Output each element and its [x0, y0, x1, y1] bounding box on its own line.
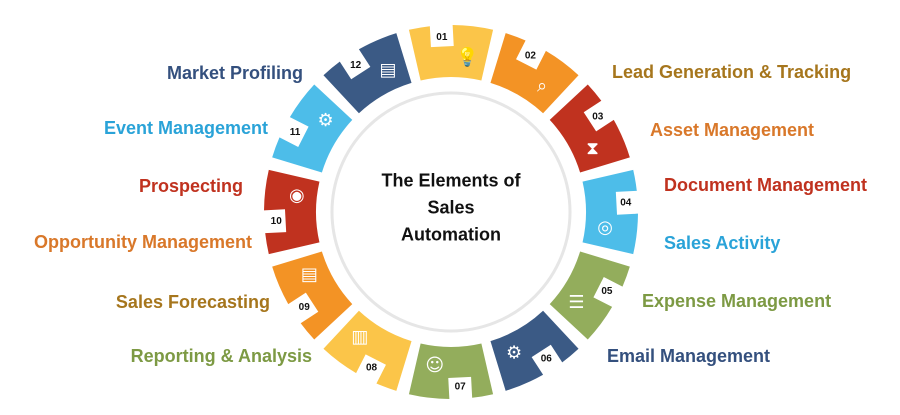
magnifier-pulse-icon: ⌕ — [537, 76, 547, 97]
segment-06: 06 ⚙ — [490, 310, 579, 391]
segment-number: 07 — [455, 381, 467, 392]
label-expense-management: Expense Management — [642, 291, 832, 311]
segment-shape — [408, 25, 494, 81]
title-line-2: Sales — [427, 197, 475, 218]
label-reporting-analysis: Reporting & Analysis — [130, 346, 312, 366]
segment-07: 07 ☺ — [408, 343, 494, 399]
segment-12: 12 ▤ — [323, 33, 412, 114]
label-sales-activity: Sales Activity — [664, 233, 781, 253]
segment-number: 08 — [366, 363, 378, 374]
segment-shape — [490, 33, 579, 114]
segment-shape — [549, 251, 630, 340]
eye-icon: ◉ — [289, 185, 305, 206]
segment-shape — [272, 251, 353, 340]
segment-shape — [549, 84, 630, 173]
segment-shape — [408, 343, 494, 399]
segment-04: 04 ◎ — [582, 169, 638, 255]
segment-shape — [490, 310, 579, 391]
segment-shape — [582, 169, 638, 255]
segment-08: 08 ▥ — [323, 310, 412, 391]
segment-number: 11 — [290, 127, 301, 138]
growth-chart-icon: ▤ — [301, 264, 318, 285]
gears-icon: ⚙ — [506, 343, 522, 364]
label-sales-forecasting: Sales Forecasting — [115, 292, 270, 312]
hourglass-icon: ⧗ — [586, 138, 599, 159]
segment-number: 04 — [620, 197, 632, 208]
label-event-management: Event Management — [103, 118, 268, 138]
segment-02: 02 ⌕ — [490, 33, 579, 114]
lightbulb-icon: 💡 — [456, 46, 478, 68]
target-icon: ◎ — [597, 217, 613, 238]
database-icon: ☰ — [568, 292, 584, 313]
label-email-management: Email Management — [607, 346, 771, 366]
segment-shape — [264, 169, 320, 255]
segment-number: 01 — [436, 32, 448, 43]
segment-shape — [272, 84, 353, 173]
growth-chart-icon: ▤ — [379, 59, 396, 80]
segment-number: 05 — [601, 286, 613, 297]
segment-11: 11 ⚙ — [272, 84, 353, 173]
bar-chart-icon: ▥ — [351, 326, 368, 347]
segment-01: 01 💡 — [408, 25, 494, 81]
segment-shape — [323, 310, 412, 391]
label-document-management: Document Management — [664, 175, 868, 195]
segment-number: 09 — [299, 302, 311, 313]
label-prospecting: Prospecting — [138, 176, 243, 196]
label-market-profiling: Market Profiling — [166, 63, 303, 83]
segment-number: 10 — [271, 216, 283, 227]
segment-03: 03 ⧗ — [549, 84, 630, 173]
segment-number: 06 — [541, 353, 553, 364]
title-line-3: Automation — [401, 224, 501, 245]
center-circle — [330, 91, 572, 333]
segment-number: 02 — [525, 51, 537, 62]
segment-09: 09 ▤ — [272, 251, 353, 340]
label-opportunity-management: Opportunity Management — [33, 232, 252, 252]
title-line-1: The Elements of — [381, 170, 521, 191]
label-asset-management: Asset Management — [650, 120, 815, 140]
gears-icon: ⚙ — [318, 110, 334, 131]
diagram-title: The Elements of Sales Automation — [381, 168, 520, 249]
segment-number: 12 — [350, 60, 362, 71]
segment-number: 03 — [592, 111, 604, 122]
head-idea-icon: ☺ — [425, 355, 444, 376]
segment-10: 10 ◉ — [264, 169, 320, 255]
segment-shape — [323, 33, 412, 114]
segment-05: 05 ☰ — [549, 251, 630, 340]
label-lead-generation-tracking: Lead Generation & Tracking — [612, 62, 852, 82]
